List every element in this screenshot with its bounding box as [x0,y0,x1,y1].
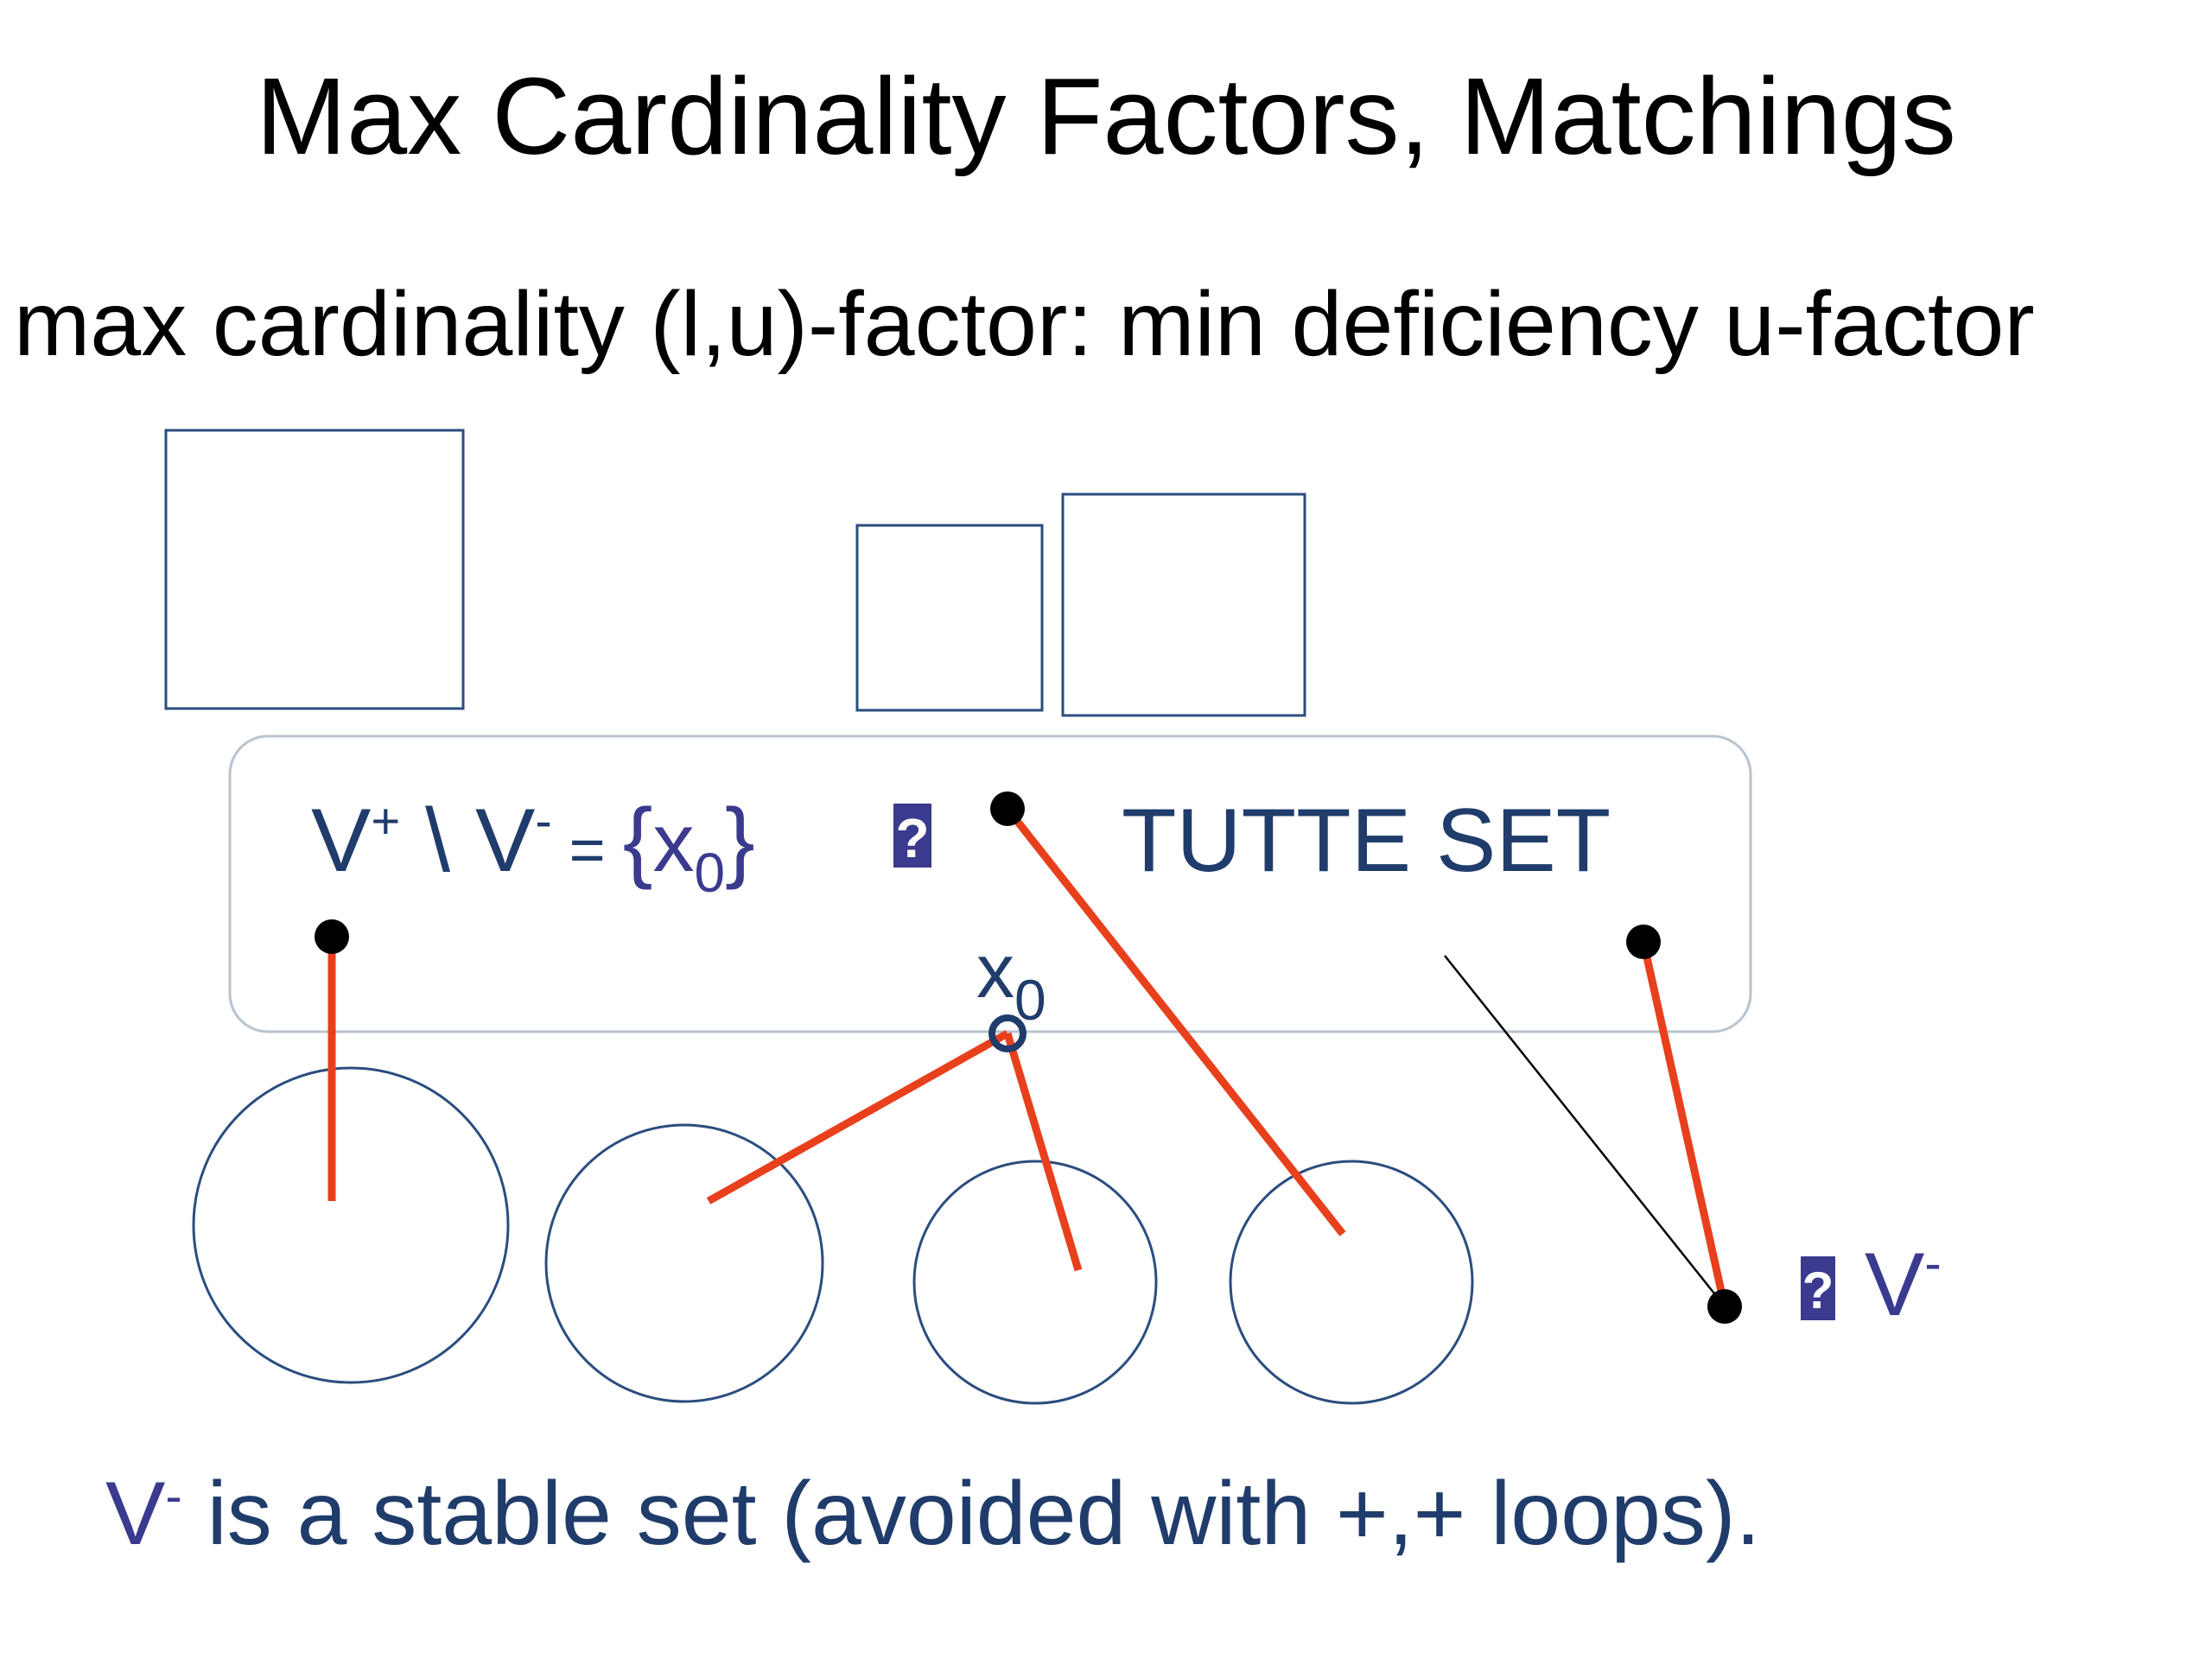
component-circle-2 [544,1123,824,1403]
svg-text:?: ? [895,807,929,869]
thin-edge [1444,955,1726,1307]
formula: V+ \ V- = {x0} [311,791,755,904]
square-middle-small [855,524,1044,712]
vertex-top [990,791,1025,826]
vertex-x0 [988,1014,1027,1052]
vertex-right [1626,925,1661,959]
x0-label: x0 [976,928,1046,1032]
vertex-left [315,919,349,954]
implies-icon: ? [893,804,931,869]
square-middle-large [1061,493,1306,717]
matching-edge-4 [1004,806,1346,1236]
vminus-label: V- [1865,1235,1942,1335]
square-left [164,429,465,710]
matching-edge-5 [1639,941,1729,1307]
tutte-set-label: TUTTE SET [1122,791,1611,891]
vminus-implies-icon: ? [1801,1256,1835,1320]
matching-edge-2 [706,1030,1010,1205]
footer-statement: V- is a stable set (avoided with +,+ loo… [105,1469,1760,1559]
footer-text: is a stable set (avoided with +,+ loops)… [181,1464,1761,1564]
component-circle-1 [192,1066,510,1384]
component-circle-3 [912,1160,1158,1405]
svg-text:?: ? [1802,1262,1834,1319]
footer-vminus: V- [105,1464,182,1564]
vertex-vminus [1707,1289,1742,1324]
matching-edge-3 [1003,1032,1083,1272]
page-title: Max Cardinality Factors, Matchings [256,55,1956,177]
component-circle-4 [1229,1160,1474,1405]
subtitle: max cardinality (l,u)-factor: min defici… [14,273,2035,375]
